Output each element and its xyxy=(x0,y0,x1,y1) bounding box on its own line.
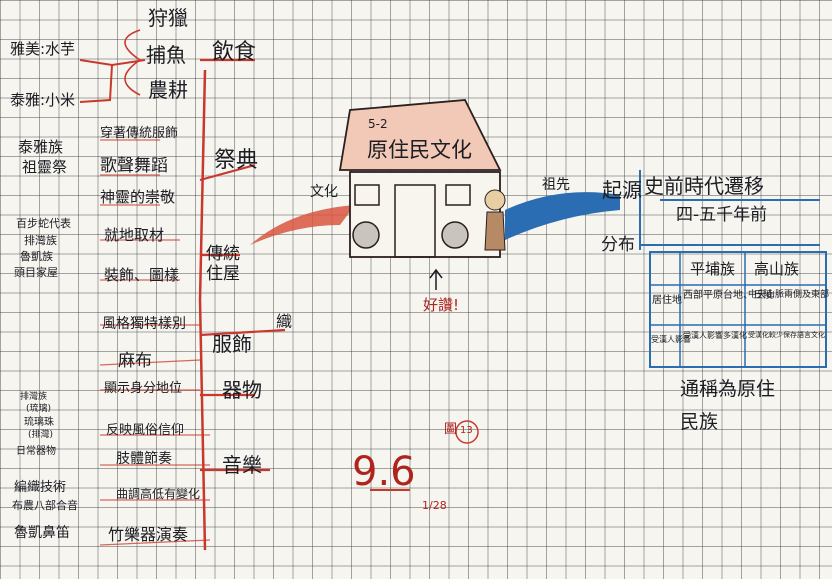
festival-item-worship: 神靈的崇敬 xyxy=(100,188,176,206)
house-side-2: 排灣族 xyxy=(24,234,57,247)
utensil-side-1: 排灣族 xyxy=(20,392,48,402)
festival-head: 祭典 xyxy=(214,148,259,173)
clothing-head-2: 服飾 xyxy=(212,332,252,356)
figure-number: 13 xyxy=(460,425,473,436)
table-cell-plains-residence: 西部平原台地、丘陵 xyxy=(683,290,773,301)
house-item-decor: 裝飾、圖樣 xyxy=(104,266,180,284)
table-row-label-residence: 居住地 xyxy=(652,295,682,306)
music-side-weave: 編織技術 xyxy=(14,480,67,495)
house-number: 5-2 xyxy=(368,117,388,131)
table-row-label-influence: 受漢人影響 xyxy=(651,335,691,344)
house-head-2: 住屋 xyxy=(206,264,240,284)
food-item-hunt: 狩獵 xyxy=(148,6,188,30)
house-left-label: 文化 xyxy=(310,184,338,200)
table-cell-plains-influence: 受漢人影響多漢化 xyxy=(683,331,747,340)
origin-item-migration: 史前時代遷移 xyxy=(644,174,764,198)
conclusion-line-2: 民族 xyxy=(680,411,719,433)
food-item-farm: 農耕 xyxy=(148,78,188,102)
figure-label: 圖 xyxy=(444,422,458,437)
house-side-4: 頭目家屋 xyxy=(14,266,58,279)
food-sub-millet: 泰雅:小米 xyxy=(10,91,76,109)
house-side-3: 魯凱族 xyxy=(20,250,53,263)
festival-item-dress: 穿著傳統服飾 xyxy=(100,126,179,141)
table-col-mountain: 高山族 xyxy=(754,260,800,278)
distribution-head: 分布 xyxy=(601,235,635,255)
clothing-item-linen: 麻布 xyxy=(118,351,152,371)
festival-side-tribe: 泰雅族 xyxy=(18,138,64,156)
utensil-side-2: (琉璃) xyxy=(26,404,52,414)
utensil-head: 器物 xyxy=(222,378,262,402)
music-side-bunun: 布農八部合音 xyxy=(12,499,78,512)
food-head: 飲食 xyxy=(212,40,257,65)
house-side-1: 百步蛇代表 xyxy=(16,217,71,230)
house-title: 原住民文化 xyxy=(367,138,472,162)
music-item-bamboo: 竹樂器演奏 xyxy=(108,525,189,544)
music-side-flute: 魯凱鼻笛 xyxy=(14,525,70,541)
table-cell-mountain-influence: 受漢化較少保存語言文化 xyxy=(748,331,825,339)
festival-side-rite: 祖靈祭 xyxy=(22,158,68,176)
utensil-side-3: 琉璃珠 xyxy=(24,417,54,428)
utensil-side-4: (排灣) xyxy=(28,430,54,440)
origin-head: 起源 xyxy=(602,178,642,202)
utensil-side-5: 日常器物 xyxy=(16,446,56,457)
date-stamp: 1/28 xyxy=(422,499,447,512)
food-sub-taro: 雅美:水芋 xyxy=(10,40,76,58)
praise-text: 好讚! xyxy=(423,296,460,314)
utensil-item-belief: 反映風俗信仰 xyxy=(106,423,185,438)
house-item-material: 就地取材 xyxy=(104,226,165,244)
grade-score: 9.6 xyxy=(352,449,416,495)
table-cell-mountain-residence: 中央山脈兩側及東部 xyxy=(748,290,830,300)
origin-item-years: 四-五千年前 xyxy=(676,205,768,225)
house-right-label: 祖先 xyxy=(542,177,570,193)
utensil-item-status: 顯示身分地位 xyxy=(104,381,183,396)
clothing-item-style: 風格獨特樣別 xyxy=(102,316,186,332)
music-item-body: 肢體節奏 xyxy=(116,451,172,467)
clothing-head-1: 織 xyxy=(276,312,293,331)
music-item-melody: 曲調高低有變化 xyxy=(116,487,201,501)
food-item-fish: 捕魚 xyxy=(146,43,186,67)
music-head: 音樂 xyxy=(222,453,262,477)
conclusion-line-1: 通稱為原住 xyxy=(680,378,776,400)
table-col-plains: 平埔族 xyxy=(690,260,736,278)
house-head-1: 傳統 xyxy=(206,244,240,264)
festival-item-song: 歌聲舞蹈 xyxy=(100,156,168,176)
